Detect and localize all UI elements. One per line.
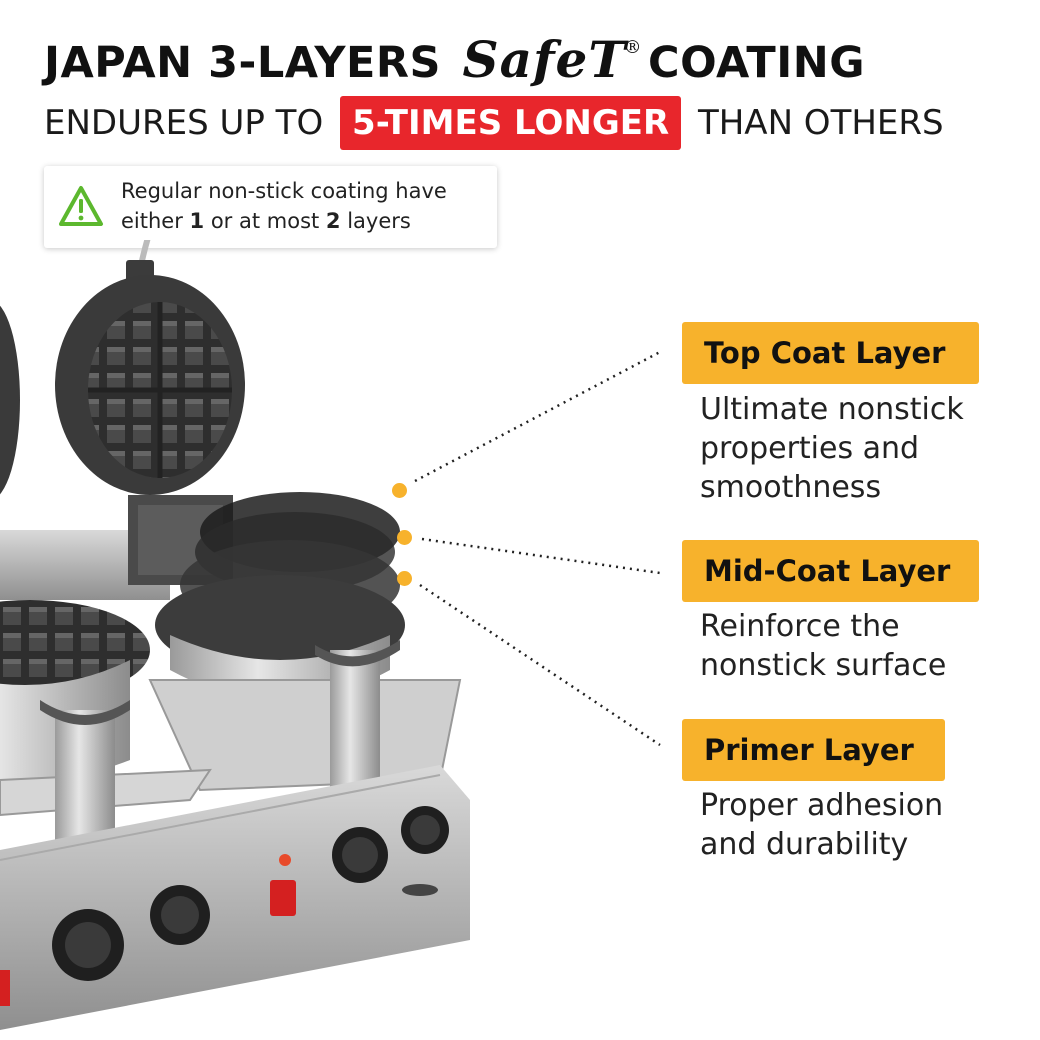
primer-layer-marker-dot: [397, 571, 412, 586]
subline-before: ENDURES UP TO: [44, 103, 324, 143]
description-line: Reinforce the: [700, 609, 900, 644]
headline-prefix: JAPAN 3-LAYERS: [44, 38, 442, 88]
description-line: properties and: [700, 431, 920, 466]
mid-coat-layer-label: Mid-Coat Layer: [682, 540, 979, 602]
warning-note: Regular non-stick coating have either 1 …: [44, 166, 497, 248]
brand-logo: SafeT®: [462, 30, 642, 89]
primer-layer-description: Proper adhesion and durability: [700, 786, 1020, 864]
note-number: 1: [189, 209, 205, 233]
registered-mark: ®: [623, 37, 643, 58]
description-line: Proper adhesion: [700, 788, 944, 823]
primer-layer-label: Primer Layer: [682, 719, 945, 781]
note-text-part: or at most: [204, 209, 326, 233]
warning-triangle-icon: [59, 186, 103, 226]
subline-after: THAN OTHERS: [697, 103, 944, 143]
waffle-maker-image: [0, 240, 470, 1030]
description-line: nonstick surface: [700, 648, 947, 683]
top-coat-layer-description: Ultimate nonstick properties and smoothn…: [700, 390, 1020, 507]
top-coat-layer-label: Top Coat Layer: [682, 322, 979, 384]
mid-coat-layer-description: Reinforce the nonstick surface: [700, 607, 1020, 685]
warning-note-text: Regular non-stick coating have either 1 …: [121, 176, 491, 236]
brand-name: SafeT: [462, 30, 627, 89]
subline: ENDURES UP TO 5-TIMES LONGER THAN OTHERS: [44, 96, 944, 150]
mid-layer-marker-dot: [397, 530, 412, 545]
top-layer-marker-dot: [392, 483, 407, 498]
description-line: smoothness: [700, 470, 882, 505]
subline-highlight: 5-TIMES LONGER: [340, 96, 682, 150]
description-line: and durability: [700, 827, 909, 862]
headline: JAPAN 3-LAYERS SafeT® COATING: [44, 30, 865, 93]
note-text-part: Regular non-stick coating have either: [121, 179, 447, 233]
description-line: Ultimate nonstick: [700, 392, 964, 427]
note-text-part: layers: [340, 209, 411, 233]
note-number: 2: [325, 209, 341, 233]
headline-suffix: COATING: [648, 38, 866, 88]
